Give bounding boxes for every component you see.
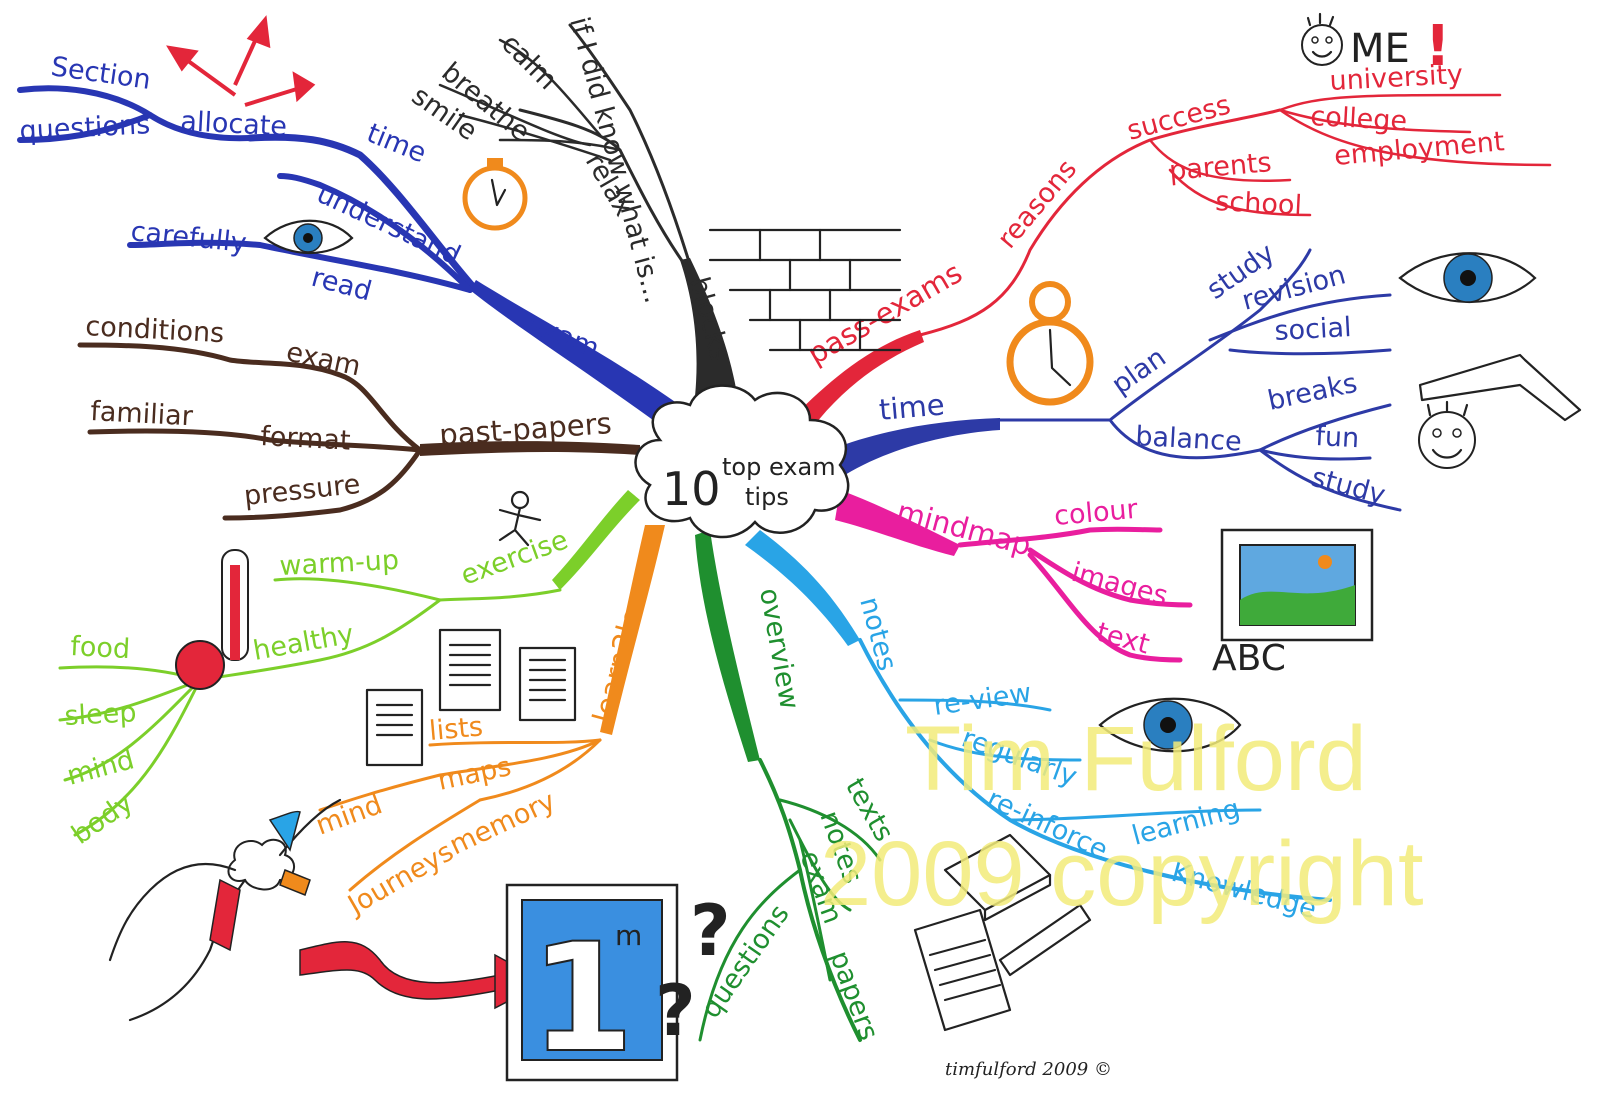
me-face-icon bbox=[1301, 12, 1343, 66]
label-warm-up: warm-up bbox=[279, 545, 400, 582]
question-mark-2: ? bbox=[655, 970, 696, 1052]
label-sleep: sleep bbox=[64, 697, 137, 732]
label-school: school bbox=[1215, 186, 1303, 221]
thermometer-icon bbox=[175, 549, 249, 690]
branch-learn2learn bbox=[600, 525, 665, 735]
label-pressure: pressure bbox=[242, 469, 361, 512]
brain-cloud-icon bbox=[108, 798, 342, 1022]
one-minute-sup: m bbox=[615, 919, 642, 952]
branch-mindmap bbox=[835, 490, 960, 556]
books-icon bbox=[943, 833, 1092, 977]
list-documents-icon bbox=[365, 628, 577, 767]
navy-subbranches bbox=[998, 248, 1402, 512]
label-body: body bbox=[66, 787, 138, 851]
question-mark-1: ? bbox=[690, 890, 731, 972]
running-figure-icon bbox=[498, 490, 542, 547]
watermark-line1: Tim Fulford bbox=[905, 708, 1367, 810]
center-cloud bbox=[634, 384, 850, 539]
branch-overview bbox=[695, 530, 760, 762]
label-carefully: carefully bbox=[129, 216, 248, 259]
label-healthy: healthy bbox=[251, 619, 356, 667]
label-format: format bbox=[260, 421, 352, 457]
label-balance: balance bbox=[1135, 421, 1243, 458]
branch-notes bbox=[745, 530, 860, 646]
label-maps: maps bbox=[435, 751, 514, 797]
eye-icon bbox=[263, 219, 354, 254]
center-line2: tips bbox=[745, 483, 789, 511]
label-food: food bbox=[70, 631, 131, 665]
me-label: ME bbox=[1350, 26, 1410, 72]
arrows-icon bbox=[166, 15, 316, 107]
label-calm: calm bbox=[495, 28, 563, 96]
red-subbranches bbox=[918, 93, 1552, 337]
branch-time-navy bbox=[830, 418, 1000, 478]
orange-subbranches bbox=[318, 738, 602, 892]
label-allocate: allocate bbox=[180, 106, 288, 143]
watermark-line2: 2009 copyright bbox=[820, 823, 1424, 925]
stopwatch-icon bbox=[462, 158, 528, 231]
notepad-icon bbox=[913, 908, 1012, 1032]
label-lists: lists bbox=[428, 711, 484, 747]
label-conditions: conditions bbox=[85, 311, 225, 349]
label-blocks: blocks bbox=[683, 274, 735, 365]
label-colour: colour bbox=[1053, 494, 1140, 532]
label-breaks: breaks bbox=[1265, 368, 1360, 417]
label-success: success bbox=[1124, 89, 1234, 146]
label-time-navy: time bbox=[878, 387, 946, 427]
branch-pass-exams bbox=[780, 330, 924, 445]
lightgreen-subbranches bbox=[58, 577, 562, 837]
label-memory: memory bbox=[445, 786, 560, 862]
branch-exercise bbox=[552, 490, 640, 590]
label-mindmap: mindmap bbox=[893, 494, 1035, 562]
signature: timfulford 2009 © bbox=[945, 1059, 1112, 1080]
label-mind-orange: mind bbox=[312, 789, 387, 841]
label-university: university bbox=[1329, 59, 1464, 97]
magenta-subbranches bbox=[957, 526, 1193, 663]
label-text: text bbox=[1093, 617, 1153, 661]
brick-wall-icon bbox=[708, 228, 902, 352]
me-exclaim: ! bbox=[1425, 14, 1451, 79]
label-study-bottom: study bbox=[1308, 462, 1388, 511]
label-papers: papers bbox=[823, 947, 884, 1045]
pocket-watch-icon bbox=[1006, 281, 1094, 406]
framed-image-icon bbox=[1220, 528, 1374, 642]
lever-icon bbox=[1418, 353, 1582, 422]
label-exam-brown: exam bbox=[284, 337, 364, 383]
eye-icon bbox=[1398, 252, 1537, 303]
cyan-subbranches bbox=[858, 638, 1332, 902]
label-notes-cyan: notes bbox=[853, 594, 902, 674]
brown-subbranches bbox=[77, 342, 423, 521]
black-subbranches bbox=[438, 23, 692, 267]
abc-label: ABC bbox=[1212, 638, 1286, 679]
one-minute-digit: 1 bbox=[530, 912, 634, 1086]
green-subbranches bbox=[698, 758, 882, 1042]
label-overview: overview bbox=[753, 586, 805, 712]
label-learn2learn: learn2learn bbox=[586, 558, 662, 727]
label-time-blue: time bbox=[362, 118, 430, 170]
one-minute-box bbox=[505, 883, 679, 1082]
label-plan: plan bbox=[1106, 342, 1172, 401]
label-social: social bbox=[1274, 312, 1353, 347]
center-number: 10 bbox=[662, 462, 721, 516]
branch-past-papers bbox=[420, 441, 640, 456]
blue-subbranches bbox=[17, 85, 480, 294]
center-line1: top exam bbox=[722, 453, 836, 481]
smiley-face-icon bbox=[1418, 400, 1476, 469]
label-familiar: familiar bbox=[90, 396, 195, 432]
label-images: images bbox=[1068, 557, 1171, 612]
label-college: college bbox=[1310, 101, 1408, 137]
label-questions-blue: questions bbox=[19, 109, 151, 147]
eye-icon bbox=[1098, 697, 1242, 753]
label-fun: fun bbox=[1315, 421, 1360, 454]
branch-exam-blue bbox=[470, 280, 700, 440]
label-mind-green: mind bbox=[64, 744, 138, 792]
